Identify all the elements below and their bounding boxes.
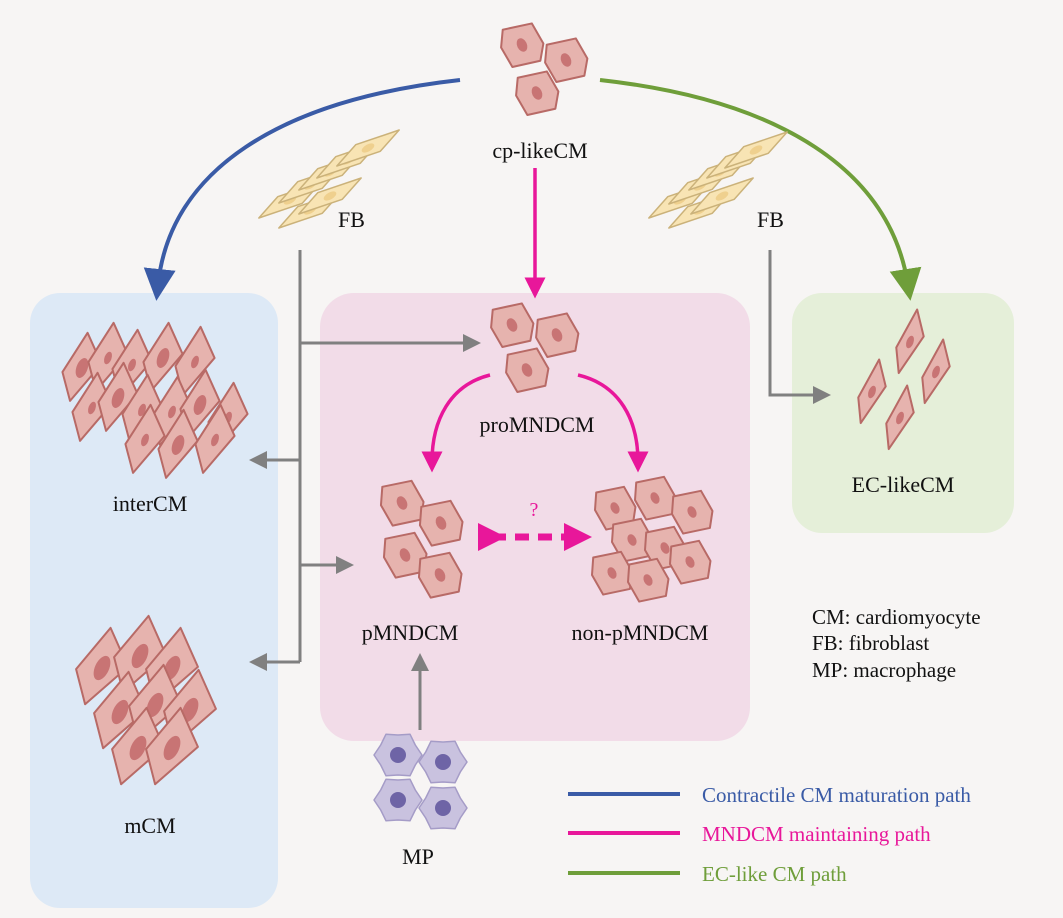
legend-contractile: Contractile CM maturation path: [702, 783, 971, 807]
label-fb-left: FB: [338, 207, 365, 232]
abbrev-mp: MP: macrophage: [812, 658, 956, 682]
promndcm-cells: [490, 302, 580, 393]
label-ec-likecm: EC-likeCM: [852, 472, 955, 497]
pmndcm-cells: [379, 479, 464, 599]
label-mcm: mCM: [124, 813, 175, 838]
abbrev-fb: FB: fibroblast: [812, 631, 929, 655]
ec-likecm-cells: [857, 308, 951, 451]
fb-right-cells: [648, 131, 788, 229]
fb-left-cells: [258, 129, 400, 229]
non-pmndcm-cells: [590, 475, 714, 603]
legend-ec-like: EC-like CM path: [702, 862, 847, 886]
pink-panel: [320, 293, 750, 741]
label-fb-right: FB: [757, 207, 784, 232]
magenta-branch-left: [421, 373, 491, 473]
cp-likecm-cells: [500, 22, 589, 116]
cell-drawings: [61, 22, 951, 830]
legend-mndcm: MNDCM maintaining path: [702, 822, 931, 846]
abbrev-cm: CM: cardiomyocyte: [812, 605, 981, 629]
gray-fb-left-arrows: [249, 250, 481, 671]
question-mark: ?: [530, 499, 539, 521]
intercm-cells: [61, 321, 249, 479]
label-pmndcm: pMNDCM: [362, 620, 459, 645]
mcm-cells: [75, 614, 217, 786]
magenta-branch-right: [577, 373, 649, 473]
label-cp-likecm: cp-likeCM: [492, 138, 587, 163]
green-path-arrow: [599, 78, 922, 301]
gray-fb-right-arrow: [768, 250, 831, 404]
label-intercm: interCM: [113, 491, 188, 516]
macrophage-cells: [373, 733, 468, 830]
label-non-pmndcm: non-pMNDCM: [572, 620, 709, 645]
label-promndcm: proMNDCM: [480, 412, 595, 437]
label-mp: MP: [402, 844, 434, 869]
blue-path-arrow: [143, 78, 461, 301]
